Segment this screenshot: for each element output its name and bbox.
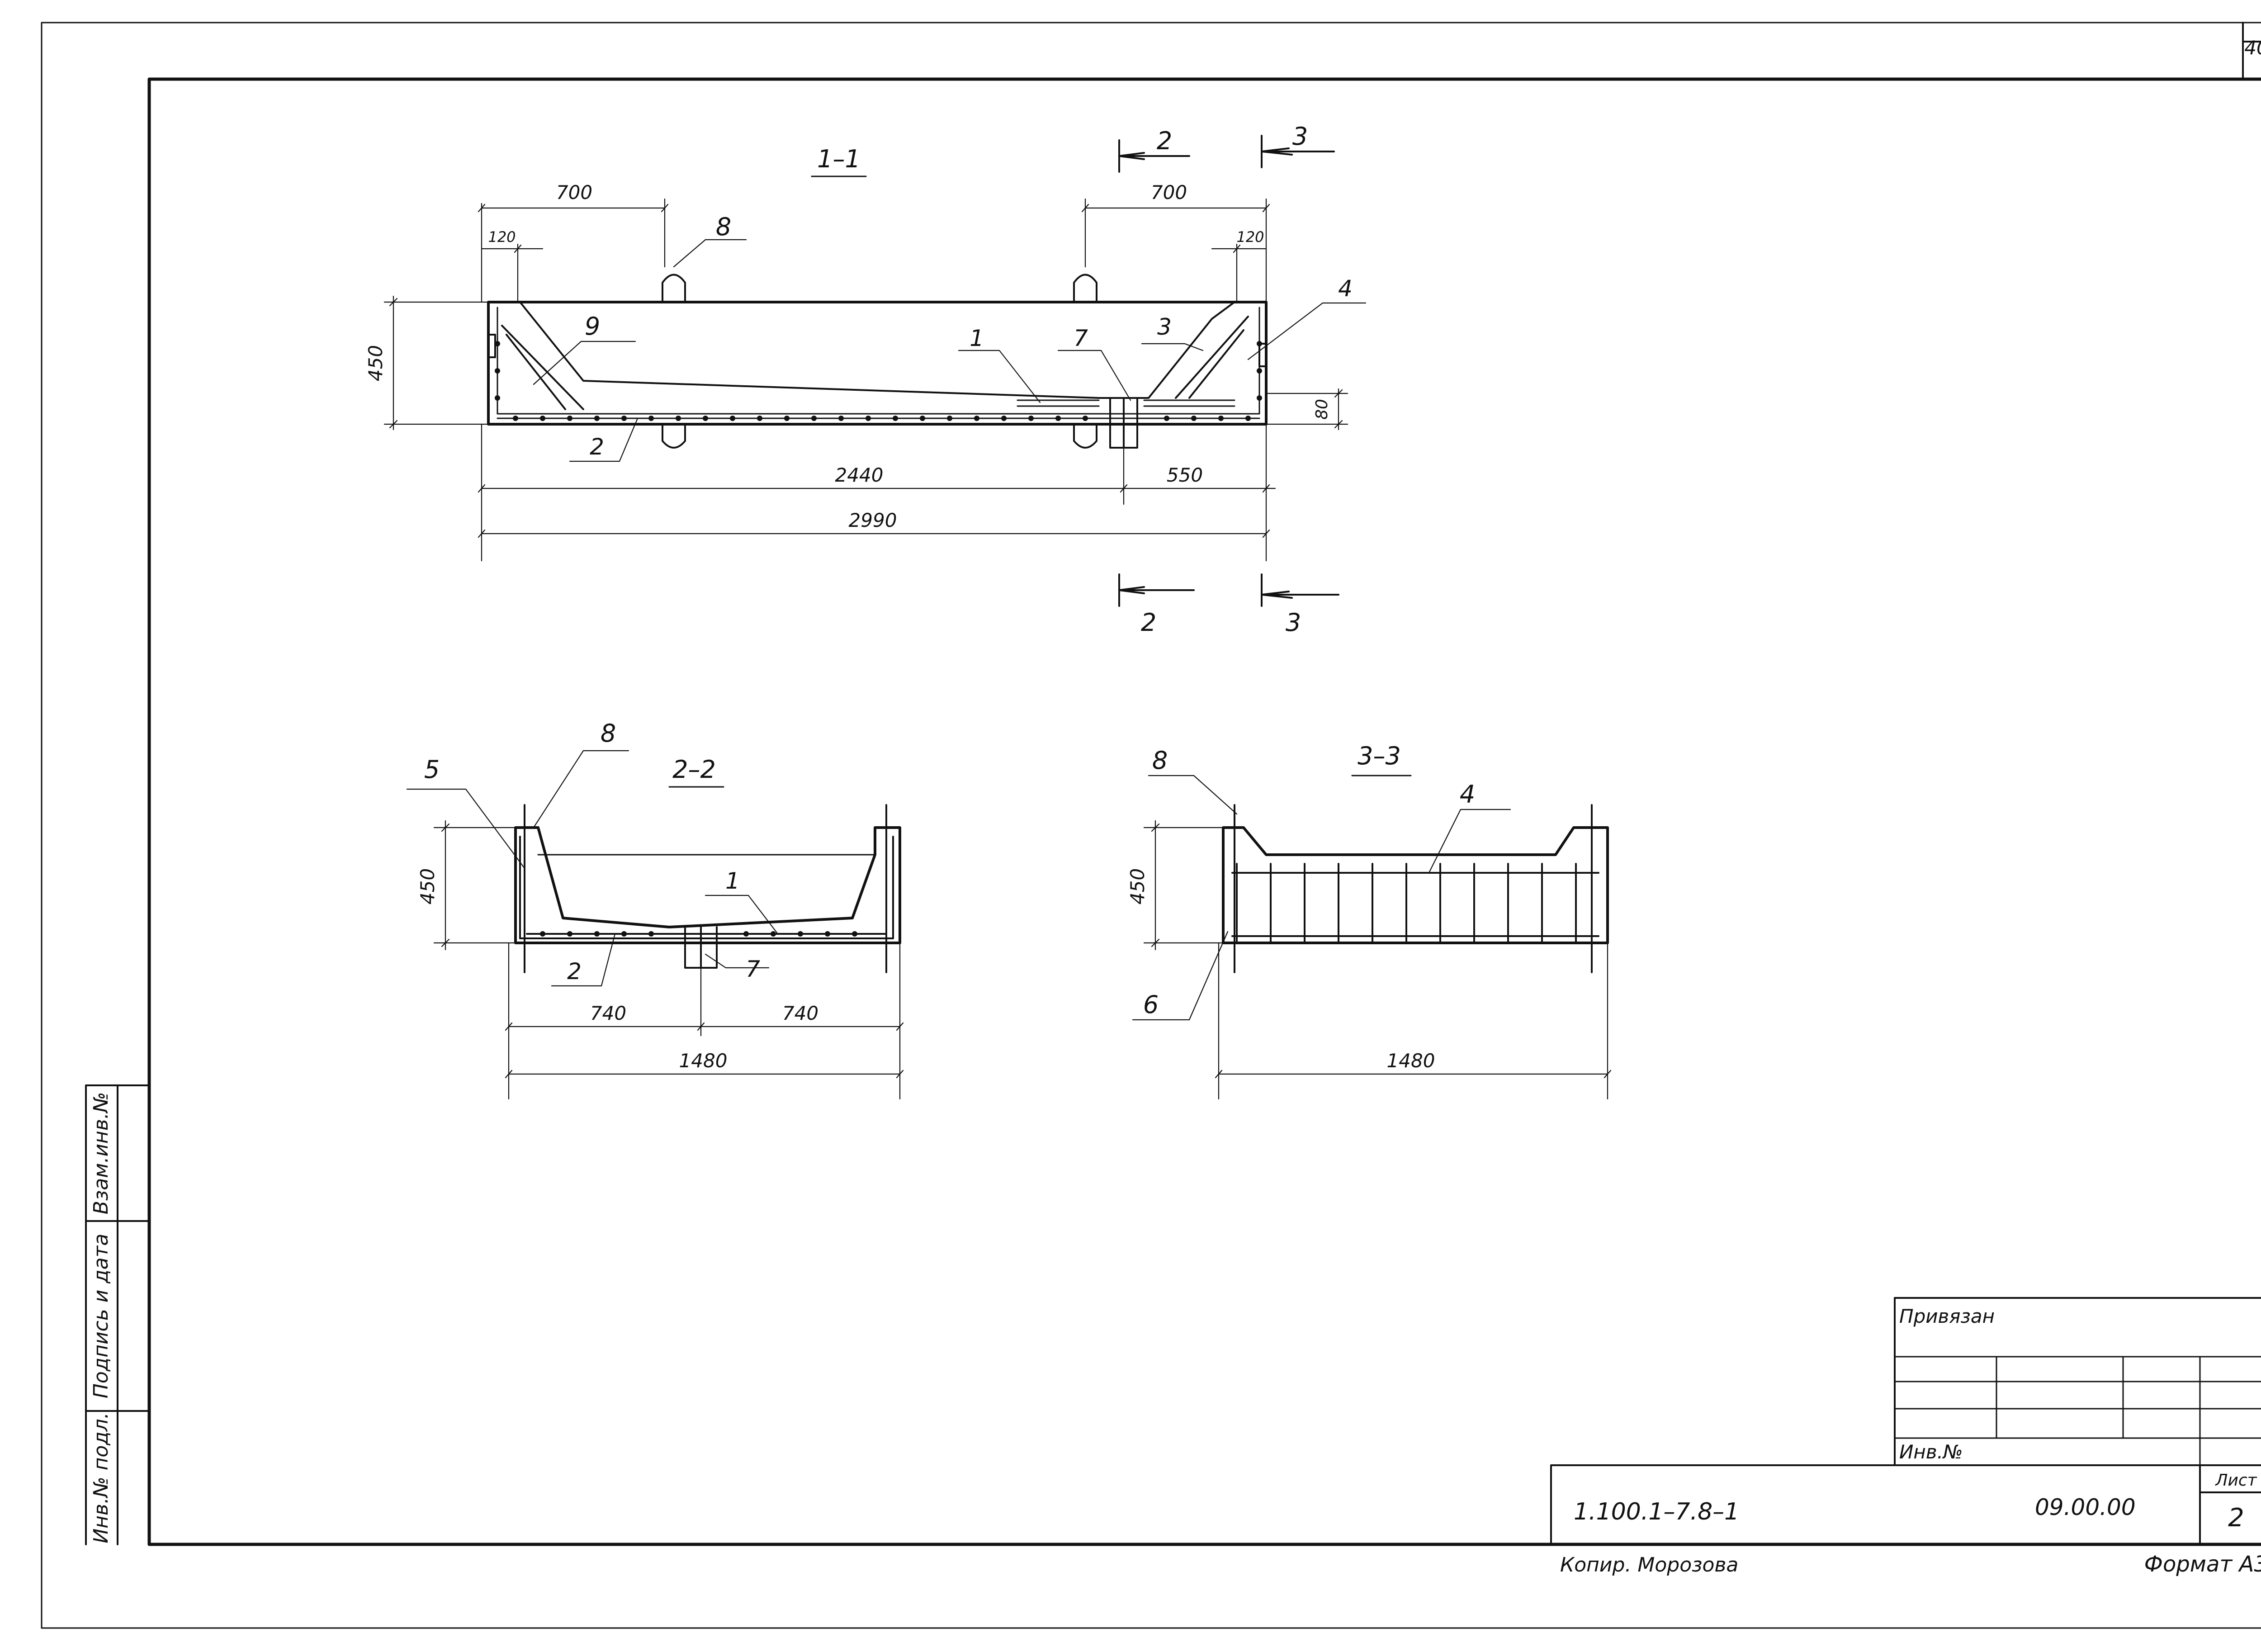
inv-label: Инв.№ [1899, 1441, 1963, 1463]
dim-2990: 2990 [478, 509, 1270, 538]
outer-border [41, 22, 2261, 1629]
trough-3-3-outline [1222, 826, 1609, 944]
leader-6: 6 [1132, 931, 1229, 1021]
mesh-verticals [1236, 863, 1577, 944]
dim-120-right: 120 [1211, 228, 1267, 303]
sheet-number: 40 [2244, 37, 2261, 59]
drawing-code-2: 09.00.00 [2035, 1494, 2136, 1520]
bound-label: Привязан [1899, 1305, 1995, 1327]
inner-profile [497, 301, 1260, 399]
leader-1: 1 [958, 325, 1041, 403]
svg-text:8: 8 [716, 213, 731, 241]
dim-2440: 2440 [478, 423, 1267, 562]
title-block: Привязан Инв.№ 1.100.1–7.8–1 09.00.00 Ли… [1550, 1297, 2261, 1545]
dim-700-left: 700 [478, 181, 669, 303]
trough-2-2-outline [514, 826, 901, 944]
svg-text:1480: 1480 [679, 1050, 728, 1072]
section-2-2: 2–2 450 740 740 1480 5 [406, 719, 904, 1100]
leader-3: 3 [1141, 314, 1204, 351]
leader-9: 9 [533, 312, 636, 385]
mesh-4 [1231, 872, 1599, 937]
svg-text:3: 3 [1157, 314, 1172, 340]
leader-1-2-2: 1 [705, 868, 779, 935]
svg-text:1: 1 [970, 325, 984, 351]
dim-1480-2-2: 1480 [505, 1050, 904, 1079]
cut-mark-2-bottom: 2 [1118, 573, 1195, 637]
svg-text:3: 3 [1286, 608, 1301, 637]
stamp-replace-inv: Взам.инв.№ [90, 1092, 113, 1215]
sheet-format: Формат А3 [2144, 1552, 2261, 1577]
dim-450-3-3: 450 [1126, 820, 1224, 951]
sheet-value: 2 [2228, 1503, 2244, 1533]
cut-mark-3-top: 3 [1261, 122, 1335, 168]
leader-2: 2 [569, 417, 639, 462]
svg-text:120: 120 [488, 228, 516, 246]
svg-text:2: 2 [1141, 608, 1156, 637]
svg-text:6: 6 [1143, 990, 1159, 1019]
leader-8: 8 [673, 213, 747, 268]
svg-text:8: 8 [1152, 746, 1168, 775]
svg-text:740: 740 [590, 1002, 626, 1024]
svg-text:740: 740 [782, 1002, 818, 1024]
svg-text:700: 700 [556, 181, 592, 204]
leader-4-3-3: 4 [1428, 780, 1511, 874]
svg-text:120: 120 [1236, 228, 1264, 246]
leader-2-2-2: 2 [551, 933, 616, 987]
svg-text:550: 550 [1167, 464, 1203, 486]
section-3-3: 3–3 450 1480 8 4 6 [1126, 742, 1612, 1100]
dim-80-right: 80 [1265, 388, 1348, 431]
svg-text:7: 7 [1074, 325, 1088, 351]
svg-text:2: 2 [567, 958, 582, 985]
section-1-1: 1–1 [364, 122, 1367, 637]
section-2-2-title: 2–2 [672, 755, 716, 784]
dim-1480-3-3: 1480 [1215, 942, 1612, 1100]
sheet-label: Лист [2214, 1471, 2257, 1490]
svg-text:2990: 2990 [849, 509, 897, 531]
leader-8-2-2: 8 [533, 719, 629, 828]
leader-8-3-3: 8 [1148, 746, 1238, 815]
svg-text:5: 5 [424, 755, 440, 784]
lifting-loop-right [1073, 274, 1097, 303]
svg-text:9: 9 [585, 312, 600, 341]
rebar-dots [495, 341, 1262, 421]
dim-120-left: 120 [481, 228, 544, 303]
leader-4: 4 [1247, 275, 1367, 360]
side-stamp: Взам.инв.№ Подпись и дата Инв.№ подл. [85, 1084, 150, 1545]
cut-mark-3-bottom: 3 [1261, 573, 1339, 637]
svg-text:3: 3 [1292, 122, 1308, 151]
svg-text:450: 450 [1126, 868, 1149, 904]
drawing-code: 1.100.1–7.8–1 [1574, 1498, 1739, 1525]
svg-text:2: 2 [1157, 127, 1172, 155]
lifting-loop-left [662, 274, 686, 303]
section-3-3-title: 3–3 [1358, 742, 1401, 770]
sheet-number-box: 40 [2242, 22, 2261, 80]
stamp-signature-date: Подпись и дата [90, 1234, 113, 1398]
dim-700-right: 700 [1081, 181, 1270, 303]
svg-text:2: 2 [590, 434, 604, 460]
svg-text:4: 4 [1338, 275, 1353, 302]
dim-740-740: 740 740 [505, 942, 904, 1100]
svg-text:700: 700 [1151, 181, 1187, 204]
stamp-inv-original: Инв.№ подл. [90, 1412, 113, 1543]
copied-by: Копир. Морозова [1560, 1553, 1738, 1576]
leader-7-2-2: 7 [705, 953, 770, 982]
drawing-frame [147, 77, 2261, 1546]
leader-7: 7 [1057, 325, 1131, 401]
dim-550: 550 [1123, 464, 1276, 493]
section-1-1-title: 1–1 [817, 145, 861, 173]
svg-text:7: 7 [746, 956, 760, 982]
svg-text:450: 450 [416, 868, 439, 904]
dim-450-left: 450 [364, 295, 489, 431]
svg-text:80: 80 [1313, 399, 1331, 420]
svg-text:1480: 1480 [1387, 1050, 1435, 1072]
svg-text:1: 1 [725, 868, 740, 894]
dim-450-2-2: 450 [416, 820, 516, 951]
svg-text:4: 4 [1460, 780, 1475, 809]
leader-5: 5 [406, 755, 525, 869]
cut-mark-2-top: 2 [1118, 127, 1190, 173]
svg-text:8: 8 [601, 719, 616, 748]
svg-text:2440: 2440 [835, 464, 884, 486]
svg-text:450: 450 [364, 345, 387, 381]
